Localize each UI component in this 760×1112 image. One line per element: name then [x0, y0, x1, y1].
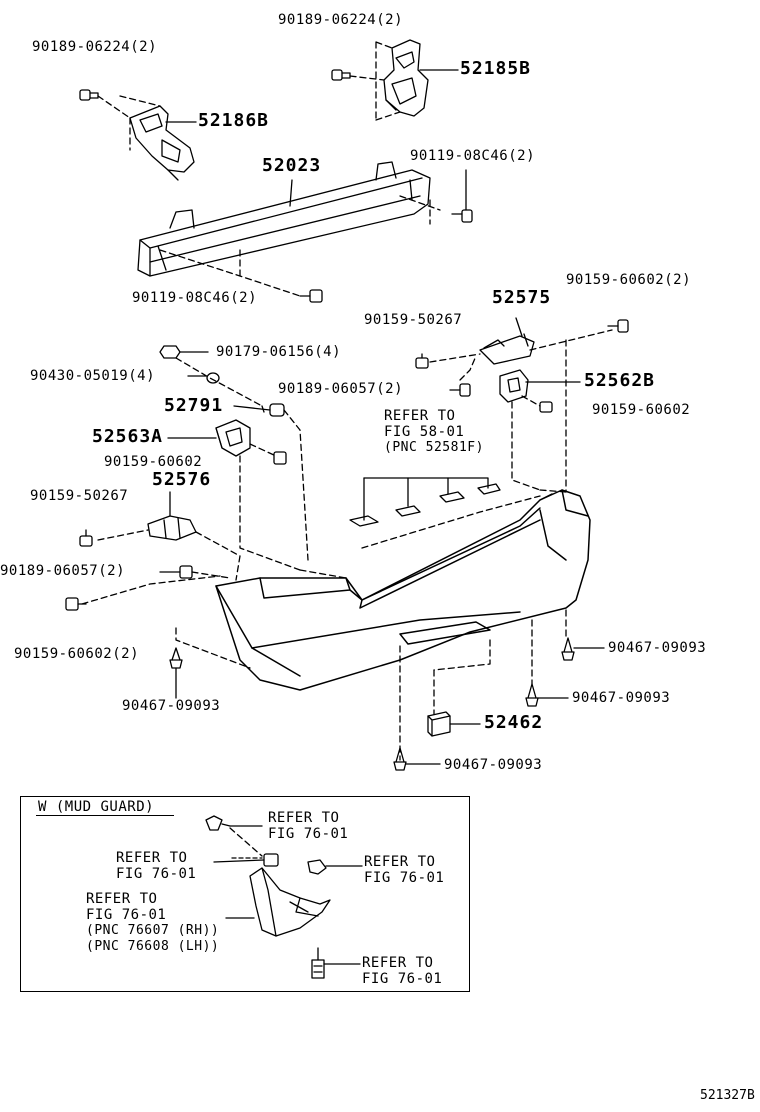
- label-90159-50267-left: 90159-50267: [30, 488, 129, 504]
- clip-90159-50267-right: [415, 353, 429, 369]
- retainer-52563a: [215, 419, 251, 457]
- bolt-90119-08c46-left: [299, 289, 323, 303]
- screw-90159-60602-mid: [273, 451, 287, 465]
- refer-fig-76-01-d: REFER TO FIG 76-01 (PNC 76607 (RH)) (PNC…: [86, 891, 220, 954]
- bracket-52186b: [129, 105, 195, 181]
- label-52791: 52791: [164, 395, 224, 416]
- label-90159-60602-2-top: 90159-60602(2): [566, 272, 692, 288]
- bolt-90119-08c46-right: [451, 169, 473, 223]
- label-90159-60602-2-left: 90159-60602(2): [14, 646, 140, 662]
- label-52563a: 52563A: [92, 426, 164, 447]
- refer-fig-76-01-e: REFER TO FIG 76-01: [362, 955, 443, 987]
- label-90179-06156: 90179-06156(4): [216, 344, 342, 360]
- label-90467-09093-bottom: 90467-09093: [444, 757, 543, 773]
- label-90189-06057-right: 90189-06057(2): [278, 381, 404, 397]
- refer-fig-76-01-b: REFER TO FIG 76-01: [116, 850, 197, 882]
- label-90467-09093-left: 90467-09093: [122, 698, 221, 714]
- clip-90467-09093-r1: [561, 637, 575, 661]
- bracket-52576: [147, 515, 197, 541]
- label-90159-60602-mid: 90159-60602: [104, 454, 203, 470]
- screw-90159-60602-left: [65, 597, 87, 611]
- washer-90430-05019: [206, 372, 220, 384]
- bumper-cover: [215, 489, 591, 691]
- refer-fig-76-01-c: REFER TO FIG 76-01: [364, 854, 445, 886]
- mud-guard-inset: [20, 796, 470, 992]
- clip-mud: [307, 859, 327, 875]
- pad-52581f: [349, 477, 501, 527]
- label-52185b: 52185B: [460, 58, 532, 79]
- label-90159-50267-right: 90159-50267: [364, 312, 463, 328]
- refer-fig-58-01: REFER TO FIG 58-01 (PNC 52581F): [384, 408, 484, 455]
- bracket-52185b: [383, 39, 429, 117]
- label-90467-09093-r1: 90467-09093: [608, 640, 707, 656]
- clip-90467-09093-r2: [525, 683, 539, 707]
- screw-mud-bottom: [311, 947, 325, 979]
- clip-90467-09093-left: [169, 647, 183, 669]
- pad-52462: [427, 711, 451, 737]
- support-52575: [479, 317, 535, 365]
- screw-90159-60602-right: [539, 401, 553, 413]
- inset-title-underline: [36, 815, 174, 816]
- label-90159-60602-right: 90159-60602: [592, 402, 691, 418]
- label-90119-08c46-right: 90119-08C46(2): [410, 148, 536, 164]
- bolt-mud-top: [205, 815, 231, 831]
- reinforcement-52023: [137, 161, 431, 277]
- label-52576: 52576: [152, 469, 212, 490]
- label-90189-06057-left: 90189-06057(2): [0, 563, 126, 579]
- label-90430-05019: 90430-05019(4): [30, 368, 156, 384]
- clip-90189-06057-left: [159, 565, 193, 579]
- label-90189-06224-left: 90189-06224(2): [32, 39, 158, 55]
- label-52186b: 52186B: [198, 110, 270, 131]
- refer-fig-76-01-a: REFER TO FIG 76-01: [268, 810, 349, 842]
- label-52575: 52575: [492, 287, 552, 308]
- bolt-90189-06224-top: [331, 69, 351, 81]
- clip-90467-09093-bottom: [393, 747, 407, 771]
- clip-90189-06057-right: [449, 383, 471, 397]
- screw-90159-60602-top: [607, 319, 629, 333]
- retainer-52562b: [499, 369, 529, 403]
- nut-90179-06156: [159, 345, 181, 359]
- clip-90159-50267-left: [79, 529, 93, 547]
- label-90189-06224-top: 90189-06224(2): [278, 12, 404, 28]
- bolt-90189-06224-left: [79, 89, 99, 101]
- mud-guard: [249, 867, 331, 937]
- bolt-52791: [233, 403, 285, 417]
- label-52562b: 52562B: [584, 370, 656, 391]
- label-90467-09093-r2: 90467-09093: [572, 690, 671, 706]
- label-52023: 52023: [262, 155, 322, 176]
- label-90119-08c46-left: 90119-08C46(2): [132, 290, 258, 306]
- illustration-code: 521327B: [700, 1088, 755, 1103]
- inset-title: W (MUD GUARD): [38, 799, 155, 815]
- label-52462: 52462: [484, 712, 544, 733]
